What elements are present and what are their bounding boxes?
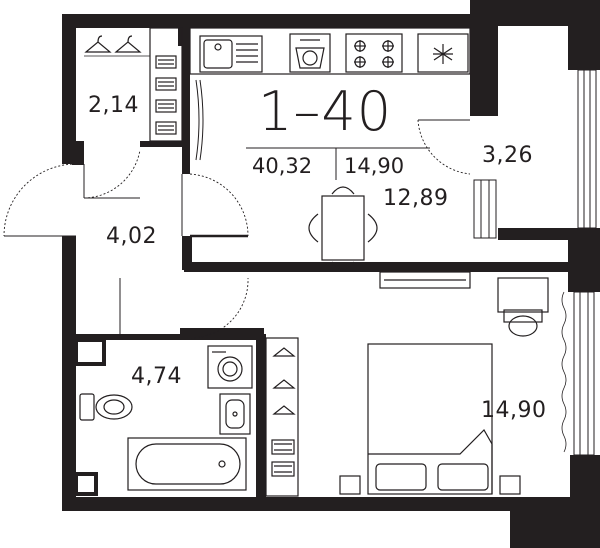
washing-machine-icon xyxy=(207,345,253,389)
kitchen-area: 12,89 xyxy=(383,186,449,211)
bedroom-area: 14,90 xyxy=(481,398,547,423)
dishwasher-icon xyxy=(289,33,331,73)
double-bed-icon xyxy=(339,343,521,495)
balcony-area: 3,26 xyxy=(482,143,533,168)
wardrobe-area: 2,14 xyxy=(88,93,139,118)
dining-table-icon xyxy=(308,186,378,270)
washbasin-icon xyxy=(219,393,251,435)
door-swing-icon xyxy=(3,119,471,339)
apartment-number: 1–40 xyxy=(258,80,393,143)
shelf-icon xyxy=(265,337,299,497)
outer-walls xyxy=(62,0,600,548)
bathtub-icon xyxy=(127,437,247,491)
fridge-icon xyxy=(417,33,469,73)
desk-icon xyxy=(379,271,549,313)
hanger-icon xyxy=(84,35,142,53)
window-icon xyxy=(473,69,597,456)
bathroom-area: 4,74 xyxy=(131,364,182,389)
toilet-icon xyxy=(79,393,133,421)
hall-area: 4,02 xyxy=(106,224,157,249)
wall-outlines xyxy=(83,164,248,334)
chair-icon xyxy=(503,309,543,337)
inner-walls xyxy=(72,28,498,509)
sink-icon xyxy=(199,35,263,73)
total-area: 40,32 xyxy=(252,154,313,178)
shelf-icon xyxy=(149,27,183,142)
stove-icon xyxy=(345,33,403,73)
living-area: 14,90 xyxy=(344,154,405,178)
